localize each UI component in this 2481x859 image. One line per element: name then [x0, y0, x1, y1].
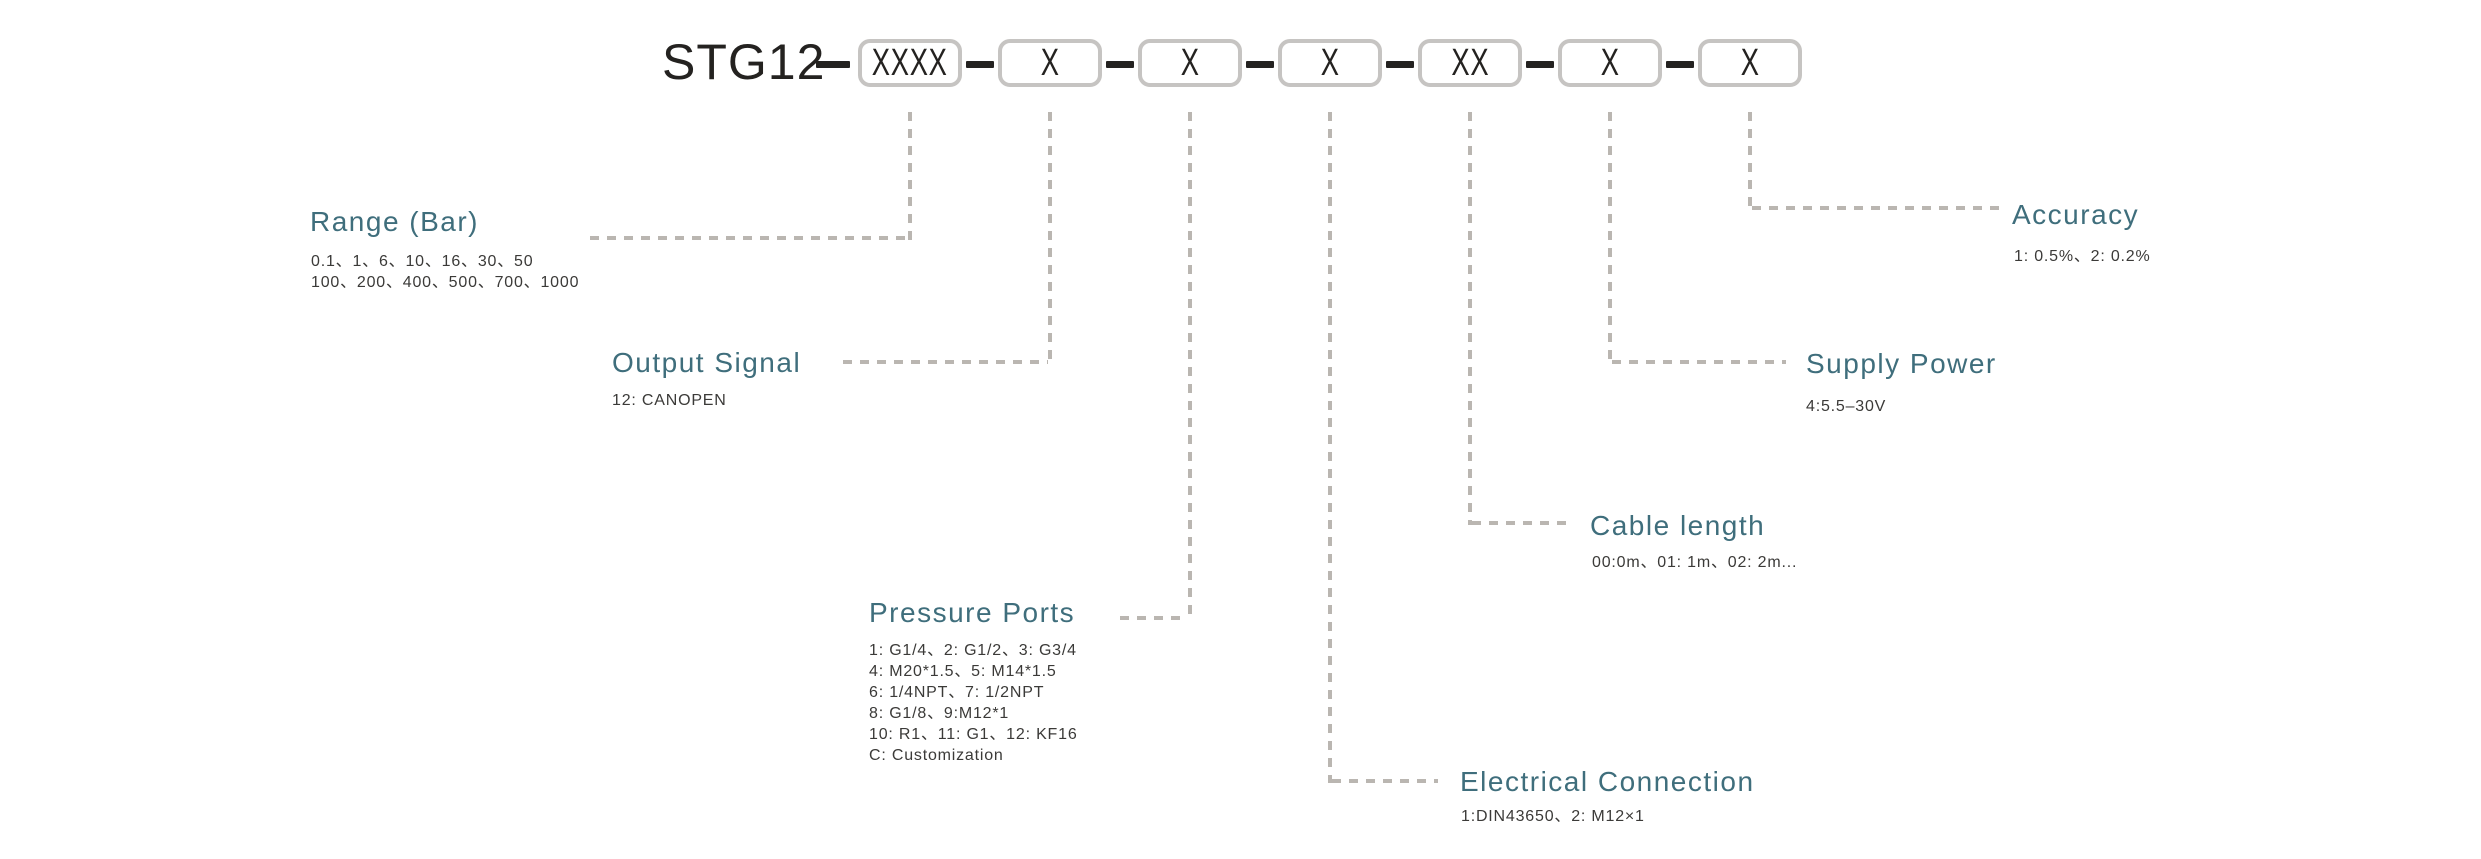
code-box-cable-length-placeholder: XX	[1451, 41, 1489, 84]
field-cable-length-values: 00:0m、01: 1m、02: 2m...	[1592, 552, 1797, 573]
connector-pressure-ports-vline	[1188, 112, 1192, 620]
code-box-pressure-ports-placeholder: X	[1180, 41, 1200, 84]
field-cable-length-label: Cable length	[1590, 510, 1766, 541]
connector-output-signal-hline	[843, 360, 1048, 364]
field-range-values: 0.1、1、6、10、16、30、50 100、200、400、500、700、…	[311, 251, 579, 293]
code-box-supply-power-placeholder: X	[1600, 41, 1620, 84]
field-pressure-ports-value-line: 1: G1/4、2: G1/2、3: G3/4	[869, 642, 1077, 659]
code-separator-dash	[1106, 61, 1134, 68]
field-accuracy-label: Accuracy	[2012, 199, 2140, 230]
connector-range-hline	[590, 236, 908, 240]
code-separator-dash	[1666, 61, 1694, 68]
field-output-signal-label: Output Signal	[612, 347, 802, 378]
connector-cable-length-vline	[1468, 112, 1472, 525]
connector-supply-power-vline	[1608, 112, 1612, 364]
model-prefix: STG12	[662, 34, 826, 90]
code-separator-dash	[1386, 61, 1414, 68]
field-supply-power-values: 4:5.5–30V	[1806, 396, 1886, 417]
code-box-range-placeholder: XXXX	[872, 41, 948, 84]
field-pressure-ports-value-line: 4: M20*1.5、5: M14*1.5	[869, 663, 1057, 680]
code-box-pressure-ports: X	[1138, 39, 1242, 87]
code-box-range: XXXX	[858, 39, 962, 87]
field-pressure-ports-values: 1: G1/4、2: G1/2、3: G3/4 4: M20*1.5、5: M1…	[869, 640, 1078, 766]
connector-supply-power-hline	[1612, 360, 1786, 364]
code-separator-dash	[966, 61, 994, 68]
field-pressure-ports-value-line: 8: G1/8、9:M12*1	[869, 705, 1010, 722]
code-box-output-signal-placeholder: X	[1040, 41, 1060, 84]
connector-pressure-ports-hline	[1120, 616, 1188, 620]
code-box-accuracy-placeholder: X	[1740, 41, 1760, 84]
code-box-output-signal: X	[998, 39, 1102, 87]
connector-electrical-connection-vline	[1328, 112, 1332, 783]
code-separator-dash	[816, 61, 850, 68]
field-pressure-ports-label: Pressure Ports	[869, 597, 1076, 628]
field-pressure-ports-value-line: 6: 1/4NPT、7: 1/2NPT	[869, 684, 1045, 701]
field-electrical-connection-value-line: 1:DIN43650、2: M12×1	[1461, 808, 1645, 825]
field-electrical-connection-values: 1:DIN43650、2: M12×1	[1461, 806, 1645, 827]
field-range-value-line: 0.1、1、6、10、16、30、50	[311, 253, 534, 270]
connector-accuracy-hline	[1752, 206, 2000, 210]
field-range-label: Range (Bar)	[310, 206, 480, 237]
field-accuracy-value-line: 1: 0.5%、2: 0.2%	[2014, 248, 2151, 265]
field-supply-power-label: Supply Power	[1806, 348, 1997, 379]
code-separator-dash	[1526, 61, 1554, 68]
field-pressure-ports-value-line: 10: R1、11: G1、12: KF16	[869, 726, 1078, 743]
connector-cable-length-hline	[1472, 521, 1566, 525]
connector-accuracy-vline	[1748, 112, 1752, 210]
code-separator-dash	[1246, 61, 1274, 68]
field-accuracy-values: 1: 0.5%、2: 0.2%	[2014, 246, 2151, 267]
field-pressure-ports-value-line: C: Customization	[869, 747, 1004, 764]
connector-range-vline	[908, 112, 912, 240]
field-output-signal-value-line: 12: CANOPEN	[612, 392, 727, 409]
connector-output-signal-vline	[1048, 112, 1052, 364]
field-electrical-connection-label: Electrical Connection	[1460, 766, 1755, 797]
code-box-supply-power: X	[1558, 39, 1662, 87]
field-supply-power-value-line: 4:5.5–30V	[1806, 398, 1887, 415]
code-box-electrical-connection-placeholder: X	[1320, 41, 1340, 84]
code-box-accuracy: X	[1698, 39, 1802, 87]
field-output-signal-values: 12: CANOPEN	[612, 390, 727, 411]
code-box-electrical-connection: X	[1278, 39, 1382, 87]
connector-electrical-connection-hline	[1332, 779, 1438, 783]
code-box-cable-length: XX	[1418, 39, 1522, 87]
field-range-value-line: 100、200、400、500、700、1000	[311, 274, 580, 291]
field-cable-length-value-line: 00:0m、01: 1m、02: 2m...	[1592, 554, 1798, 571]
